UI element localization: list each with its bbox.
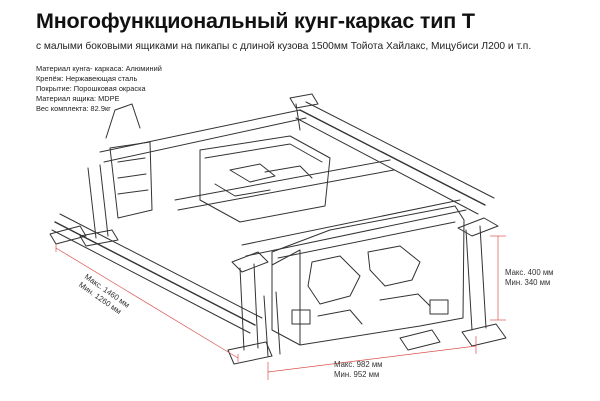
post-back-right [289,93,319,131]
width-max-label: Макс. 982 мм [334,360,383,369]
post-front-middle [263,291,281,357]
back-bracket [109,141,153,219]
crossbar-front [241,199,467,257]
page-title: Многофункциональный кунг-каркас тип Т [36,9,475,33]
width-dimension: Макс. 982 мм Мин. 952 мм [334,360,383,380]
front-storage-box [271,205,465,346]
crossbar-middle [174,159,395,211]
post-back-left [79,103,141,247]
dim-line-width [267,345,477,373]
spec-list: Материал кунга- каркаса: Алюминий Крепёж… [36,64,162,114]
dimension-lines [55,235,506,380]
dim-line-length [55,247,239,359]
spec-weight: Вес комплекта: 82.9кг [36,103,111,113]
spec-frame-material: Материал кунга- каркаса: Алюминий [36,64,162,73]
height-dimension: Макс. 400 мм Мин. 340 мм [505,268,554,288]
width-min-label: Мин. 952 мм [334,370,380,379]
height-max-label: Макс. 400 мм [505,268,554,277]
height-min-label: Мин. 340 мм [505,278,551,287]
back-storage-box [199,135,331,223]
spec-box-material: Материал ящика: MDPE [36,93,120,103]
post-front-right [457,217,507,347]
spec-fasteners: Крепёж: Нержавеющая сталь [36,73,138,83]
post-front-left [227,251,273,365]
page-subtitle: с малыми боковыми ящиками на пикапы с дл… [36,41,532,52]
right-rail [295,101,495,215]
mount-plates [49,225,441,351]
crossbar-back [99,109,307,163]
left-rail [51,213,263,334]
spec-coating: Покрытие: Порошковая окраска [36,83,146,93]
